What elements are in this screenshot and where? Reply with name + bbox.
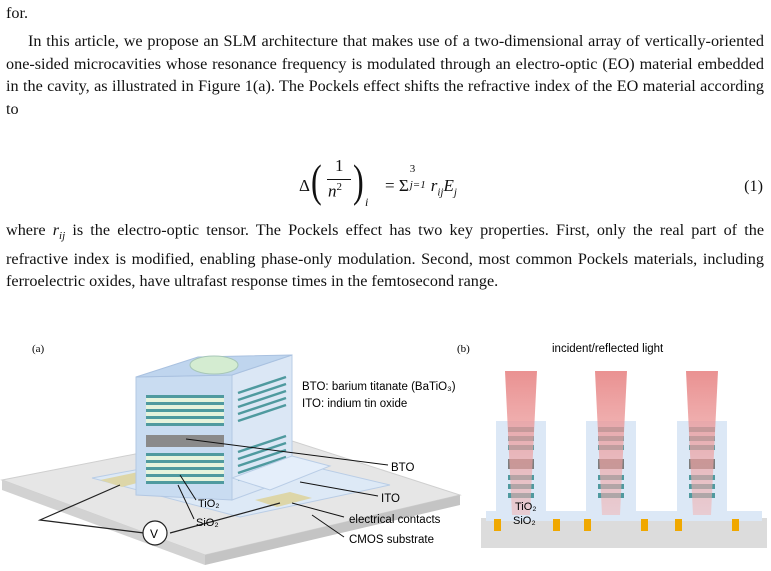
text-line-for: for. [6, 4, 29, 22]
wire-left [37, 484, 145, 534]
bto-layer [146, 435, 224, 447]
tower-top-opening [189, 355, 239, 375]
incident-light-label: incident/reflected light [552, 343, 664, 355]
eq-paren-left: ( [311, 155, 322, 206]
eq-numerator: 1 [335, 156, 344, 175]
label-tio2-b: TiO₂ [515, 501, 537, 513]
label-sio2-a: SiO₂ [196, 517, 219, 529]
callout-lines [177, 438, 389, 538]
eq-delta: Δ [299, 176, 310, 195]
eq-fraction-bar [327, 179, 351, 180]
voltage-source [142, 520, 168, 546]
eq-paren-right: ) [353, 155, 364, 206]
label-sio2-b: SiO₂ [513, 515, 536, 527]
panel-b-label: (b) [457, 343, 470, 355]
eq-denominator: n2 [328, 181, 342, 201]
tio2-sio2-stack-front [146, 395, 224, 484]
label-tio2-a: TiO₂ [198, 498, 220, 510]
wire-right [169, 502, 281, 534]
tio2-sio2-stack-side [237, 375, 287, 482]
figure-1: (a) TiO₂ SiO₂ V BTO: barium titanate (Ba… [0, 343, 767, 565]
panel-b-array [481, 371, 767, 548]
cavity-3 [677, 371, 727, 516]
cavity-1 [496, 371, 546, 516]
ito-layer [230, 455, 332, 491]
callout-substrate: CMOS substrate [349, 534, 434, 546]
electrical-contact-right [255, 492, 312, 507]
paragraph-intro: In this article, we propose an SLM archi… [6, 32, 764, 118]
legend-bto: BTO: barium titanate (BaTiO₃) [302, 381, 456, 393]
cmos-substrate-b [481, 518, 767, 548]
cavity-2 [586, 371, 636, 516]
electrical-contacts-b [494, 519, 739, 531]
panel-a-label: (a) [32, 343, 45, 355]
panel-a-device [0, 354, 462, 565]
equation-number: (1) [744, 177, 763, 195]
voltage-label: V [150, 527, 158, 541]
paragraph-pockels: where rij is the electro-optic tensor. T… [6, 221, 765, 291]
legend-ito: ITO: indium tin oxide [302, 398, 407, 410]
eq-subscript-i: i [365, 195, 369, 209]
callout-contacts: electrical contacts [349, 514, 441, 526]
callout-ito: ITO [381, 493, 400, 505]
callout-bto: BTO [391, 462, 414, 474]
